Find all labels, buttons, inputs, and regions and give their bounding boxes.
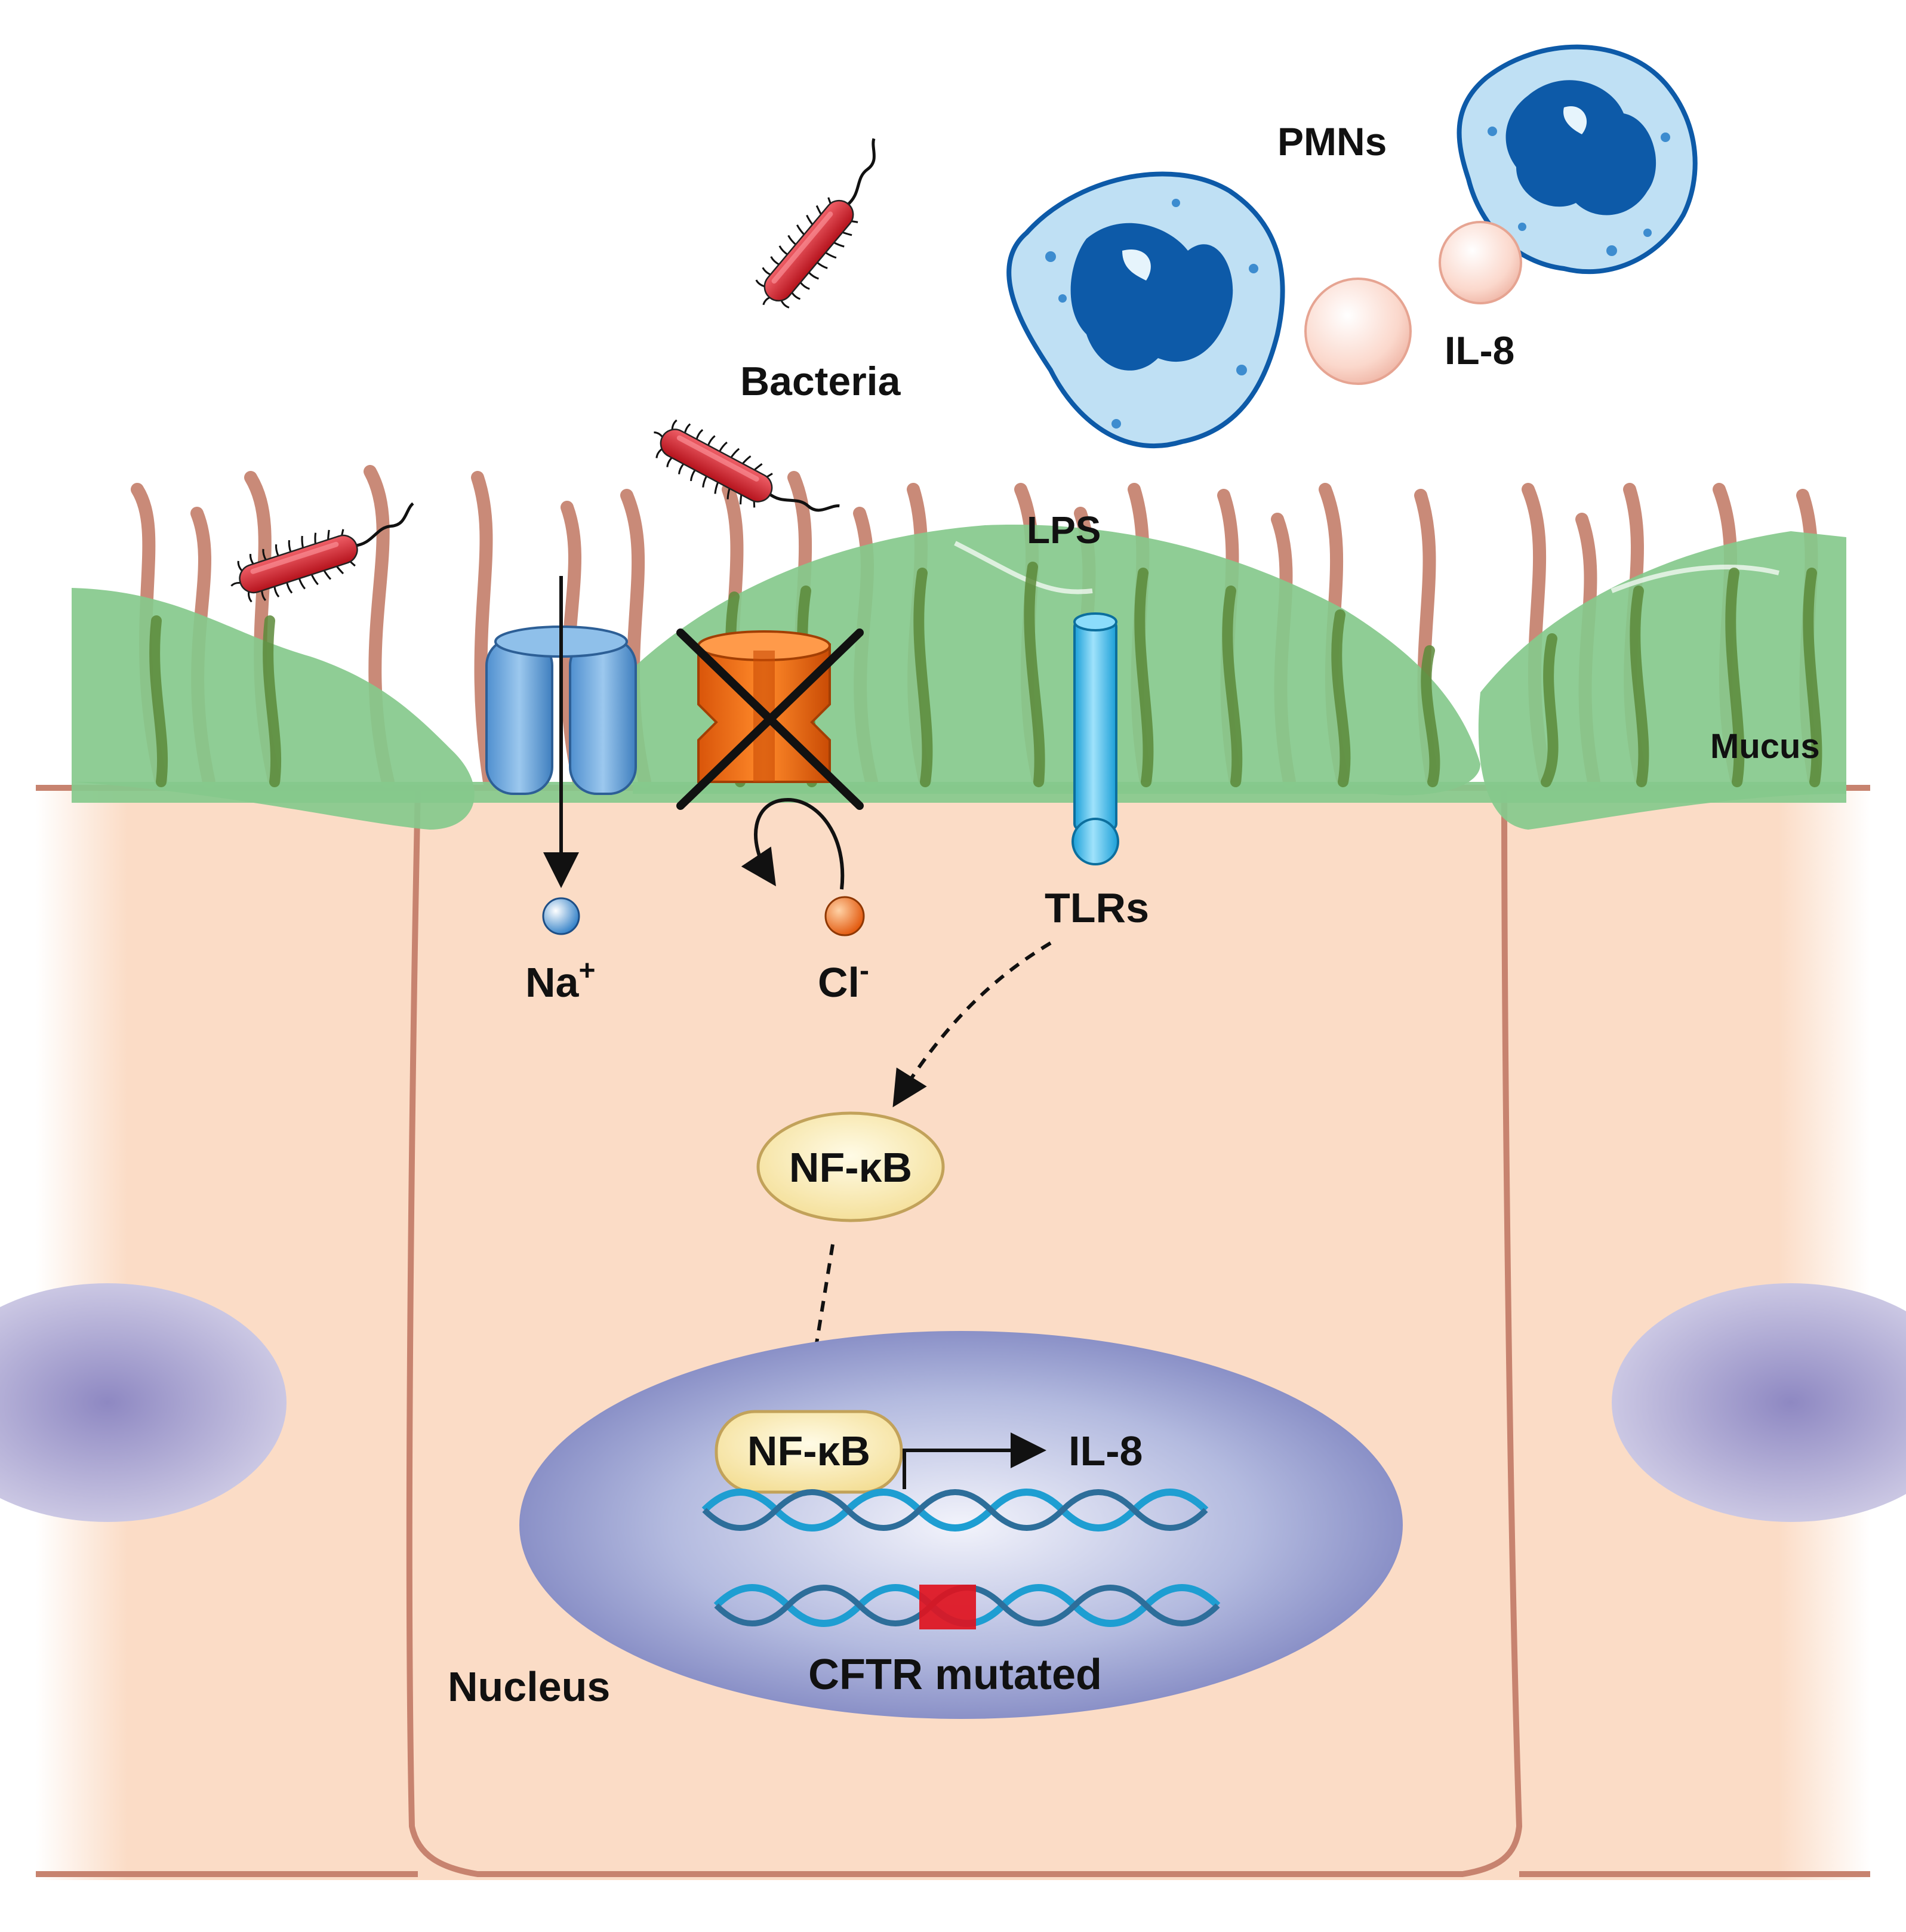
label-chloride: Cl- xyxy=(818,955,869,1006)
cell-membrane-left xyxy=(406,787,1523,1877)
pmn-cell-left xyxy=(1006,171,1285,449)
bacterium-1 xyxy=(223,500,427,610)
label-bacteria: Bacteria xyxy=(740,359,901,404)
label-mucus: Mucus xyxy=(1710,727,1820,766)
mucus-layer xyxy=(72,525,1846,830)
label-tlrs: TLRs xyxy=(1045,885,1149,931)
label-nucleus: Nucleus xyxy=(448,1663,610,1710)
tlr-to-nfkb-arrow xyxy=(892,941,1052,1108)
il8-particle-small xyxy=(1439,221,1522,304)
pmn-cell-right xyxy=(1457,44,1698,275)
tlr-receptor xyxy=(1071,612,1119,865)
chloride-ion xyxy=(824,896,865,936)
il8-particle-large xyxy=(1304,278,1412,385)
label-sodium: Na+ xyxy=(525,955,596,1006)
label-cftr-mutated: CFTR mutated xyxy=(808,1651,1102,1699)
label-il8-gene-output: IL-8 xyxy=(1069,1428,1143,1474)
cftr-blocked-cross-icon xyxy=(676,628,864,810)
label-lps: LPS xyxy=(1027,509,1101,551)
dna-strand-lower xyxy=(716,1585,1218,1629)
cftr-mutation-marker xyxy=(919,1585,976,1629)
il8-transcription-arrow xyxy=(903,1432,1046,1489)
bacterium-3 xyxy=(744,137,910,322)
sodium-ion xyxy=(542,897,580,935)
cilia-in-mucus xyxy=(149,562,1822,787)
label-il8-top: IL-8 xyxy=(1445,328,1514,372)
label-nfkb-cytoplasm: NF-κB xyxy=(789,1144,912,1191)
label-pmns: PMNs xyxy=(1277,119,1387,164)
chloride-flux-arrow xyxy=(741,797,845,890)
neighbor-nucleus-right xyxy=(1612,1283,1906,1522)
label-nfkb-nucleus: NF-κB xyxy=(747,1428,870,1474)
neighbor-nucleus-left xyxy=(0,1283,287,1522)
nfkb-cytoplasm-bubble xyxy=(756,1111,945,1222)
